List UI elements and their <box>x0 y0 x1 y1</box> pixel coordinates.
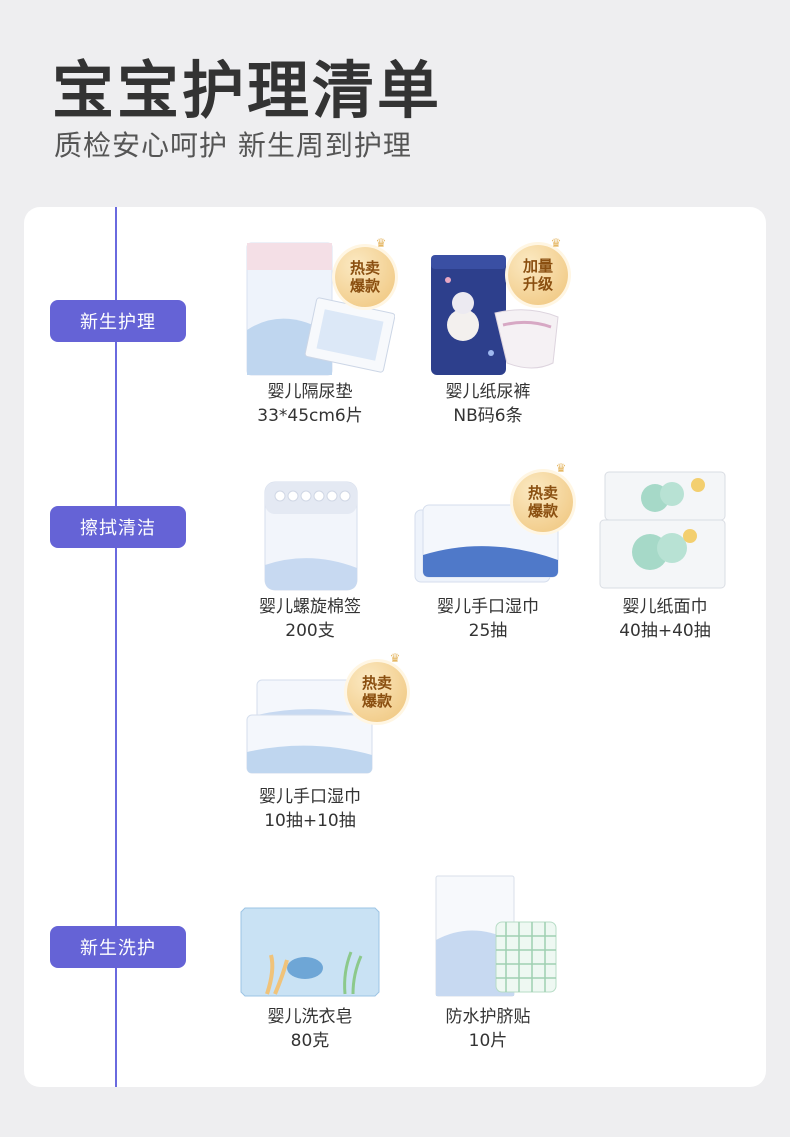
product-facial-tissue[interactable]: 婴儿纸面巾 40抽+40抽 <box>580 450 750 643</box>
product-spec: 25抽 <box>468 621 508 641</box>
page-subtitle: 质检安心呵护 新生周到护理 <box>54 129 412 162</box>
product-name: 婴儿洗衣皂 <box>267 1007 353 1027</box>
badge-line-1: 热卖 <box>527 484 558 502</box>
facial-tissue-image <box>580 450 750 595</box>
navel-patch-image <box>403 860 573 1005</box>
product-name: 婴儿手口湿巾 <box>437 597 539 617</box>
product-name: 婴儿手口湿巾 <box>259 787 361 807</box>
product-spec: NB码6条 <box>453 406 523 426</box>
badge-line-2: 爆款 <box>527 502 558 520</box>
category-wipe-clean[interactable]: 擦拭清洁 <box>50 506 186 548</box>
badge-line-2: 爆款 <box>349 277 380 295</box>
crown-icon: ♛ <box>555 461 567 475</box>
badge-line-2: 升级 <box>522 275 553 293</box>
product-name: 防水护脐贴 <box>445 1007 531 1027</box>
category-newborn-wash[interactable]: 新生洗护 <box>50 926 186 968</box>
product-name: 婴儿纸面巾 <box>622 597 708 617</box>
upgrade-badge: 加量 升级 <box>508 245 568 305</box>
badge-line-1: 热卖 <box>349 259 380 277</box>
diapers-image: 加量 升级 ♛ <box>403 235 573 380</box>
product-spec: 200支 <box>285 621 335 641</box>
product-name: 婴儿纸尿裤 <box>445 382 531 402</box>
product-spec: 10抽+10抽 <box>264 811 356 831</box>
badge-line-2: 爆款 <box>361 692 392 710</box>
product-name: 婴儿隔尿垫 <box>267 382 353 402</box>
product-spec: 40抽+40抽 <box>619 621 711 641</box>
crown-icon: ♛ <box>550 236 562 250</box>
product-wipes-25[interactable]: 热卖 爆款 ♛ 婴儿手口湿巾 25抽 <box>403 450 573 643</box>
product-name: 婴儿螺旋棉签 <box>259 597 361 617</box>
wipes-25-image: 热卖 爆款 ♛ <box>403 450 573 595</box>
crown-icon: ♛ <box>375 236 387 250</box>
product-laundry-soap[interactable]: 婴儿洗衣皂 80克 <box>225 860 395 1053</box>
laundry-soap-image <box>225 860 395 1005</box>
hot-sale-badge: 热卖 爆款 <box>335 247 395 307</box>
product-spec: 80克 <box>290 1031 330 1051</box>
timeline-line <box>115 207 117 1087</box>
product-cotton-swabs[interactable]: 婴儿螺旋棉签 200支 <box>225 450 395 643</box>
hot-sale-badge: 热卖 爆款 <box>347 662 407 722</box>
changing-pad-image: 热卖 爆款 ♛ <box>225 235 395 380</box>
badge-line-1: 热卖 <box>361 674 392 692</box>
product-changing-pad[interactable]: 热卖 爆款 ♛ 婴儿隔尿垫 33*45cm6片 <box>225 235 395 428</box>
product-spec: 33*45cm6片 <box>257 406 363 426</box>
wipes-10x2-image: 热卖 爆款 ♛ <box>225 640 407 785</box>
product-wipes-10x2[interactable]: 热卖 爆款 ♛ 婴儿手口湿巾 10抽+10抽 <box>225 640 407 833</box>
cotton-swabs-image <box>225 450 395 595</box>
badge-line-1: 加量 <box>522 257 553 275</box>
hot-sale-badge: 热卖 爆款 <box>513 472 573 532</box>
product-diapers[interactable]: 加量 升级 ♛ 婴儿纸尿裤 NB码6条 <box>403 235 573 428</box>
product-navel-patch[interactable]: 防水护脐贴 10片 <box>403 860 573 1053</box>
category-newborn-care[interactable]: 新生护理 <box>50 300 186 342</box>
page-title: 宝宝护理清单 <box>52 54 443 127</box>
crown-icon: ♛ <box>389 651 401 665</box>
product-spec: 10片 <box>468 1031 508 1051</box>
